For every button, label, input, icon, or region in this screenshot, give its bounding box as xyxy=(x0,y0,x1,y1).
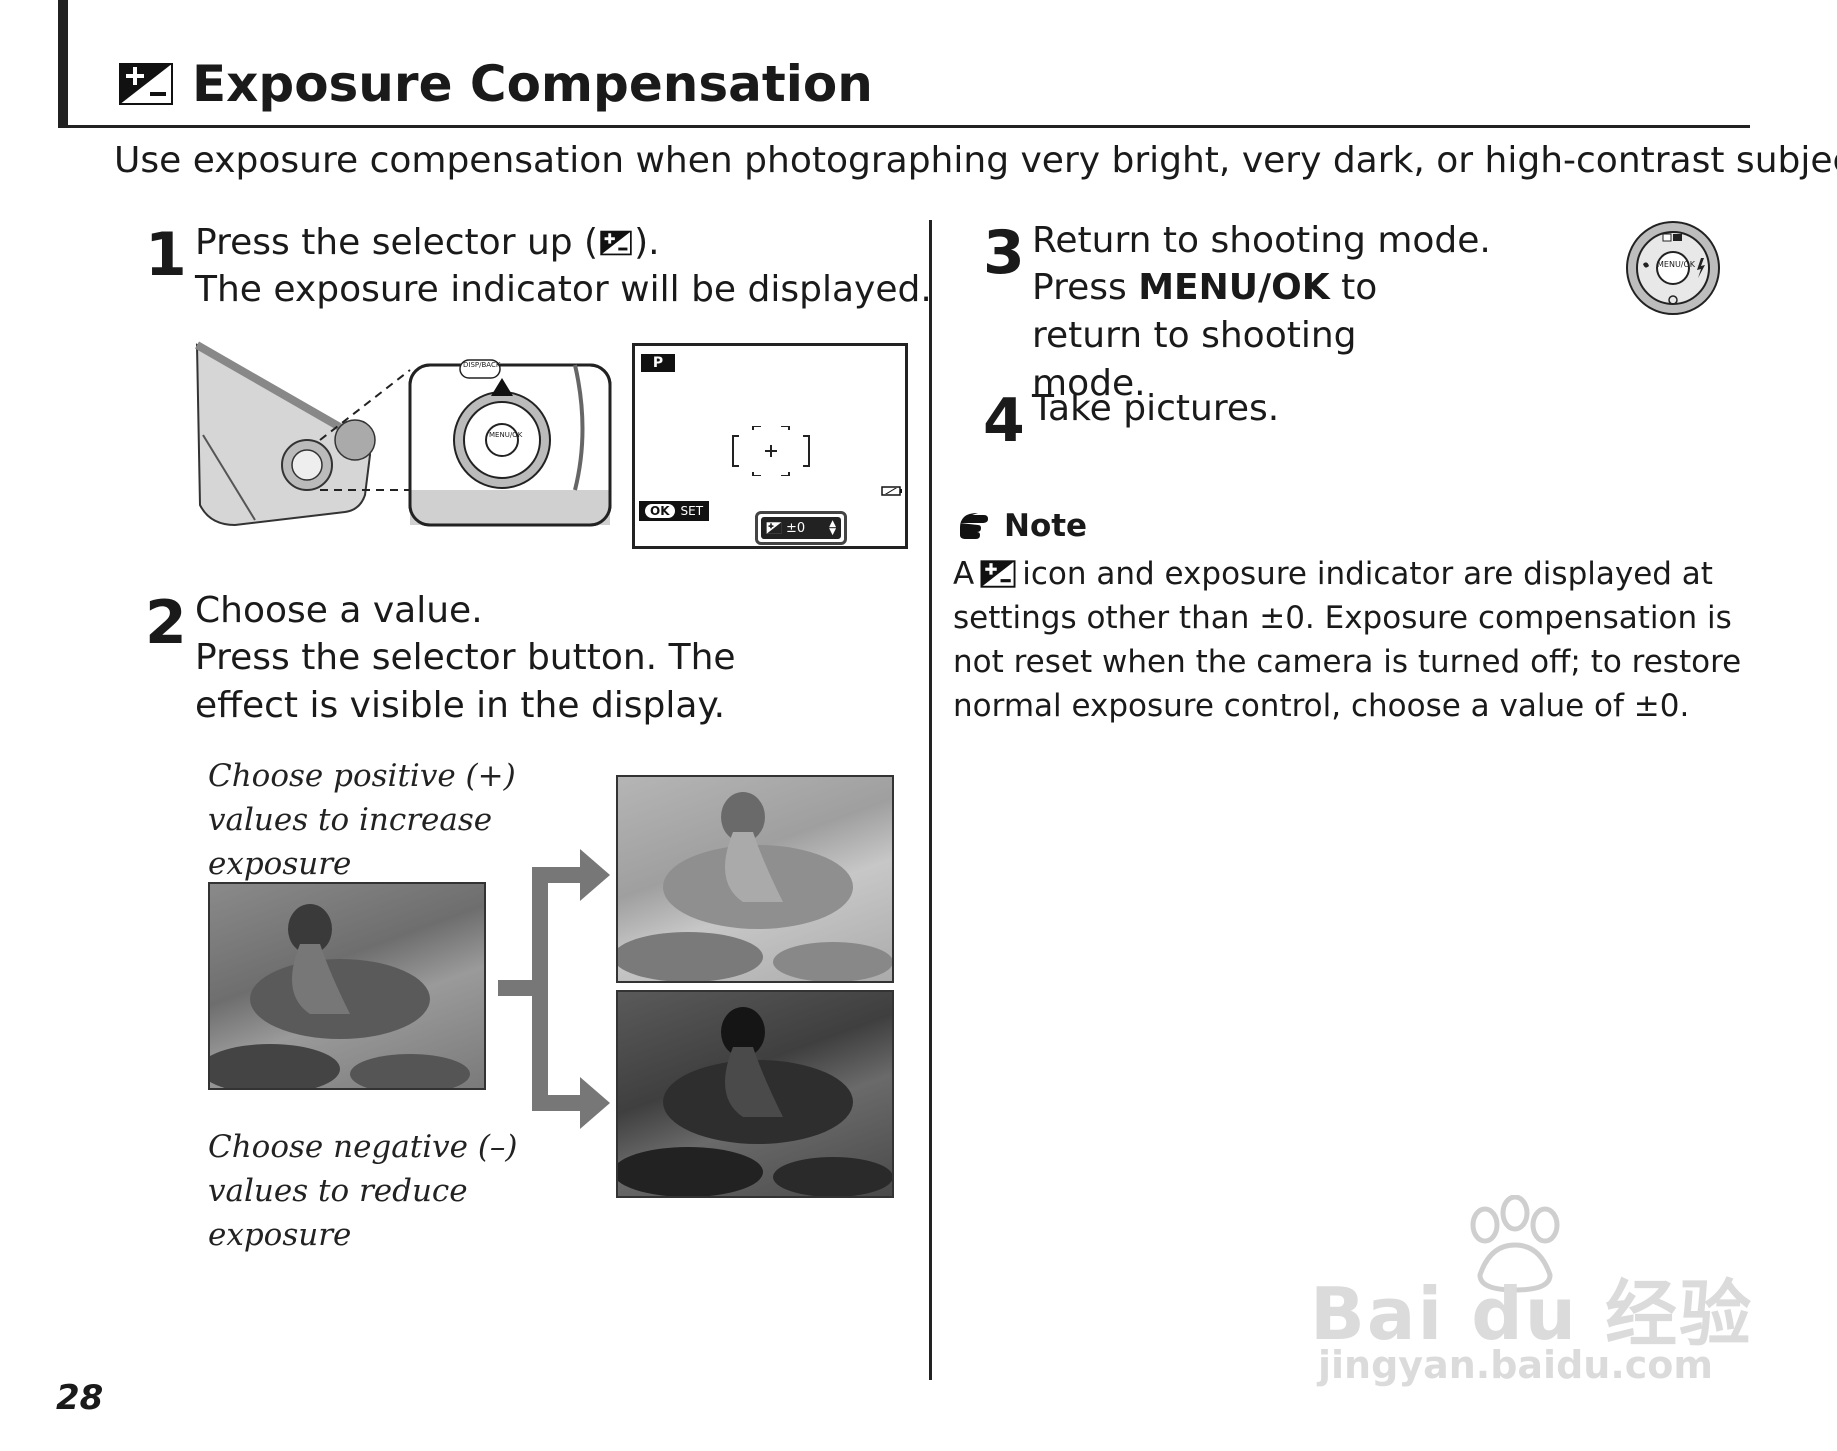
column-divider xyxy=(929,220,932,1380)
note-text-prefix: A xyxy=(953,556,975,592)
watermark-url: jingyan.baidu.com xyxy=(1318,1343,1713,1387)
baidu-watermark: Bai du 经验 jingyan.baidu.com xyxy=(1300,1195,1760,1395)
note-heading-text: Note xyxy=(1004,508,1088,544)
step-1-title: Press the selector up ( ). xyxy=(195,222,660,263)
watermark-brand: Bai du 经验 xyxy=(1310,1272,1754,1356)
note-heading: Note xyxy=(958,508,1087,544)
header-bar xyxy=(58,0,68,128)
step-4-number: 4 xyxy=(983,386,1025,456)
step-1-body: The exposure indicator will be displayed… xyxy=(195,269,932,310)
exposure-compensation-icon xyxy=(119,63,173,105)
exposure-compensation-icon xyxy=(766,522,782,534)
bracket-arrows xyxy=(498,849,610,1129)
step-1-title-suffix: ). xyxy=(634,222,660,263)
disp-back-label: DISP/BACK xyxy=(463,361,501,369)
step-2-title: Choose a value. xyxy=(195,590,483,631)
caption-negative: Choose negative (–) values to reduce exp… xyxy=(208,1129,518,1253)
intro-text: Use exposure compensation when photograp… xyxy=(114,140,1837,181)
header-rule xyxy=(58,125,1750,128)
camera-illustration xyxy=(195,341,612,527)
ok-set-badge: OK SET xyxy=(639,501,710,521)
ok-pill: OK xyxy=(645,504,675,518)
pointing-hand-icon xyxy=(960,513,988,539)
step-3-body: Press MENU/OK to return to shooting mode… xyxy=(1032,264,1472,408)
exposure-value: ±0 xyxy=(786,520,806,536)
step-1-title-prefix: Press the selector up ( xyxy=(195,222,599,263)
selector-dial-icon xyxy=(1626,221,1720,315)
photo-brighter xyxy=(616,775,894,983)
updown-arrows-icon: ▲▼ xyxy=(829,519,836,537)
photo-normal xyxy=(208,882,486,1090)
note-text-suffix: icon and exposure indicator are displaye… xyxy=(953,556,1742,724)
exposure-compensation-icon xyxy=(600,230,632,255)
step-3-title: Return to shooting mode. xyxy=(1032,220,1491,261)
step-2-number: 2 xyxy=(145,588,187,658)
page-title-text: Exposure Compensation xyxy=(192,55,873,113)
paw-logo-icon xyxy=(1470,1195,1560,1293)
step-2-body: Press the selector button. The effect is… xyxy=(195,637,736,726)
exposure-compensation-icon xyxy=(980,560,1016,588)
lcd-display: P OK SET ±0 ▲▼ xyxy=(632,343,908,549)
focus-frame-icon xyxy=(732,426,810,476)
note-body: A icon and exposure indicator are displa… xyxy=(953,552,1743,728)
step-3-number: 3 xyxy=(983,218,1025,288)
exposure-indicator: ±0 ▲▼ xyxy=(755,511,847,545)
step-1-number: 1 xyxy=(145,220,187,290)
battery-icon xyxy=(881,486,902,496)
step-3-body-suffix: to return to shooting mode. xyxy=(1032,267,1378,404)
photo-darker xyxy=(616,990,894,1198)
lcd-mode-badge: P xyxy=(641,354,675,372)
menu-ok-label-small: MENU/OK xyxy=(489,431,523,439)
page-number: 28 xyxy=(56,1378,104,1418)
set-label: SET xyxy=(680,504,704,518)
caption-positive: Choose positive (+) values to increase e… xyxy=(208,758,516,882)
step-3-body-prefix: Press xyxy=(1032,267,1139,308)
menu-ok-label: MENU/OK xyxy=(1138,267,1330,308)
step-4-title: Take pictures. xyxy=(1032,388,1280,429)
selector-dial-menu-label: MENU/OK xyxy=(1657,260,1696,269)
page-title: Exposure Compensation xyxy=(118,55,873,113)
